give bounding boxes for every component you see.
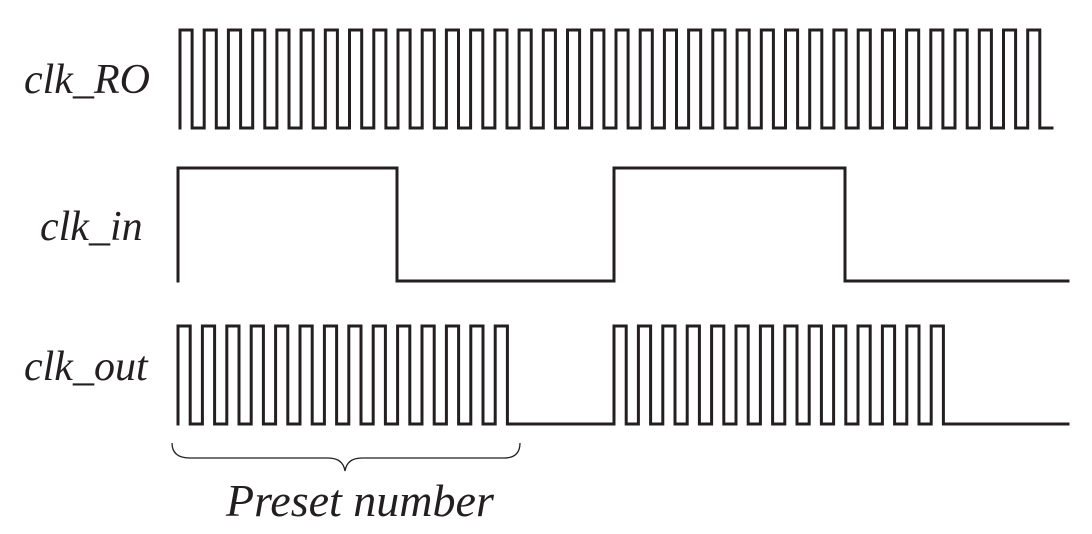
clk-in-waveform: [176, 166, 1070, 283]
clk-ro-waveform: [178, 28, 1054, 130]
clk-out-label: clk_out: [24, 344, 149, 390]
clk-ro-label: clk_RO: [24, 57, 150, 103]
clk-in-label: clk_in: [40, 204, 143, 250]
clk-out-waveform: [176, 324, 1070, 426]
preset-number-label: Preset number: [225, 475, 495, 526]
preset-number-brace: [171, 442, 521, 472]
